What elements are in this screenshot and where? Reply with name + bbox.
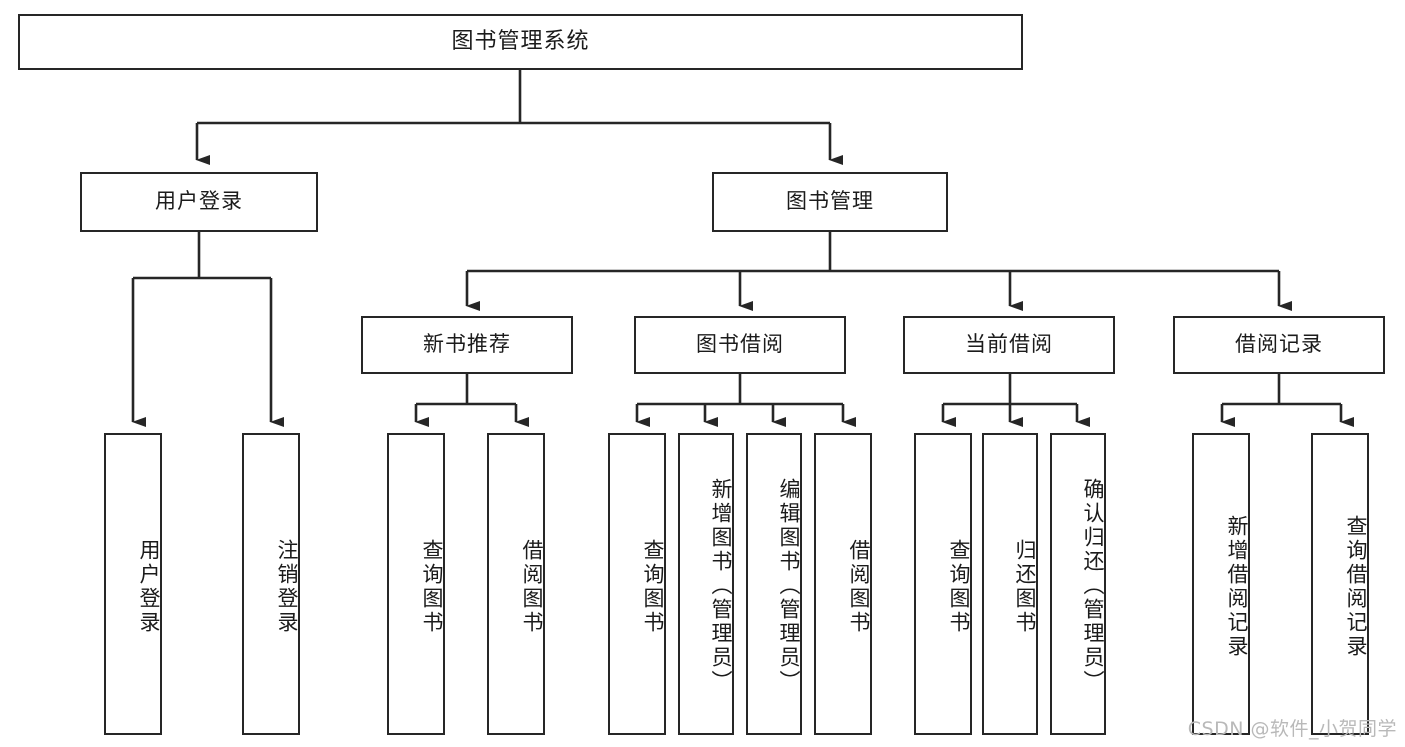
node-borrow-record[interactable]: 借阅记录 — [1173, 316, 1385, 374]
node-root-book-management-system[interactable]: 图书管理系统 — [18, 14, 1023, 70]
node-book-management[interactable]: 图书管理 — [712, 172, 948, 232]
leaf-borrow-book[interactable]: 借阅图书 — [814, 433, 872, 735]
node-new-book-recommend[interactable]: 新书推荐 — [361, 316, 573, 374]
leaf-borrow-book-recommend[interactable]: 借阅图书 — [487, 433, 545, 735]
leaf-add-book-admin[interactable]: 新增图书（管理员） — [678, 433, 734, 735]
leaf-return-book[interactable]: 归还图书 — [982, 433, 1038, 735]
leaf-user-login[interactable]: 用户登录 — [104, 433, 162, 735]
node-user-login[interactable]: 用户登录 — [80, 172, 318, 232]
leaf-query-borrow-record[interactable]: 查询借阅记录 — [1311, 433, 1369, 735]
leaf-add-borrow-record[interactable]: 新增借阅记录 — [1192, 433, 1250, 735]
leaf-logout[interactable]: 注销登录 — [242, 433, 300, 735]
leaf-query-book-current[interactable]: 查询图书 — [914, 433, 972, 735]
leaf-confirm-return-admin[interactable]: 确认归还（管理员） — [1050, 433, 1106, 735]
leaf-edit-book-admin[interactable]: 编辑图书（管理员） — [746, 433, 802, 735]
watermark-text: CSDN @软件_小贺同学 — [1187, 718, 1397, 740]
node-book-borrow[interactable]: 图书借阅 — [634, 316, 846, 374]
leaf-query-book-recommend[interactable]: 查询图书 — [387, 433, 445, 735]
node-current-borrow[interactable]: 当前借阅 — [903, 316, 1115, 374]
leaf-query-book-borrow[interactable]: 查询图书 — [608, 433, 666, 735]
